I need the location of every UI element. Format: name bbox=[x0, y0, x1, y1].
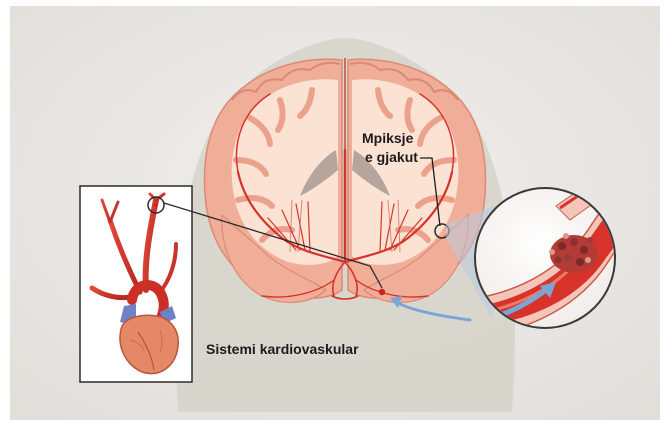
blood-clot-label-line2: e gjakut bbox=[365, 149, 418, 166]
cardiovascular-inset bbox=[80, 186, 192, 382]
clot-site-marker bbox=[379, 289, 385, 295]
cardiovascular-system-label: Sistemi kardiovaskular bbox=[206, 341, 359, 358]
blood-clot-label-line1: Mpiksje bbox=[362, 130, 413, 147]
